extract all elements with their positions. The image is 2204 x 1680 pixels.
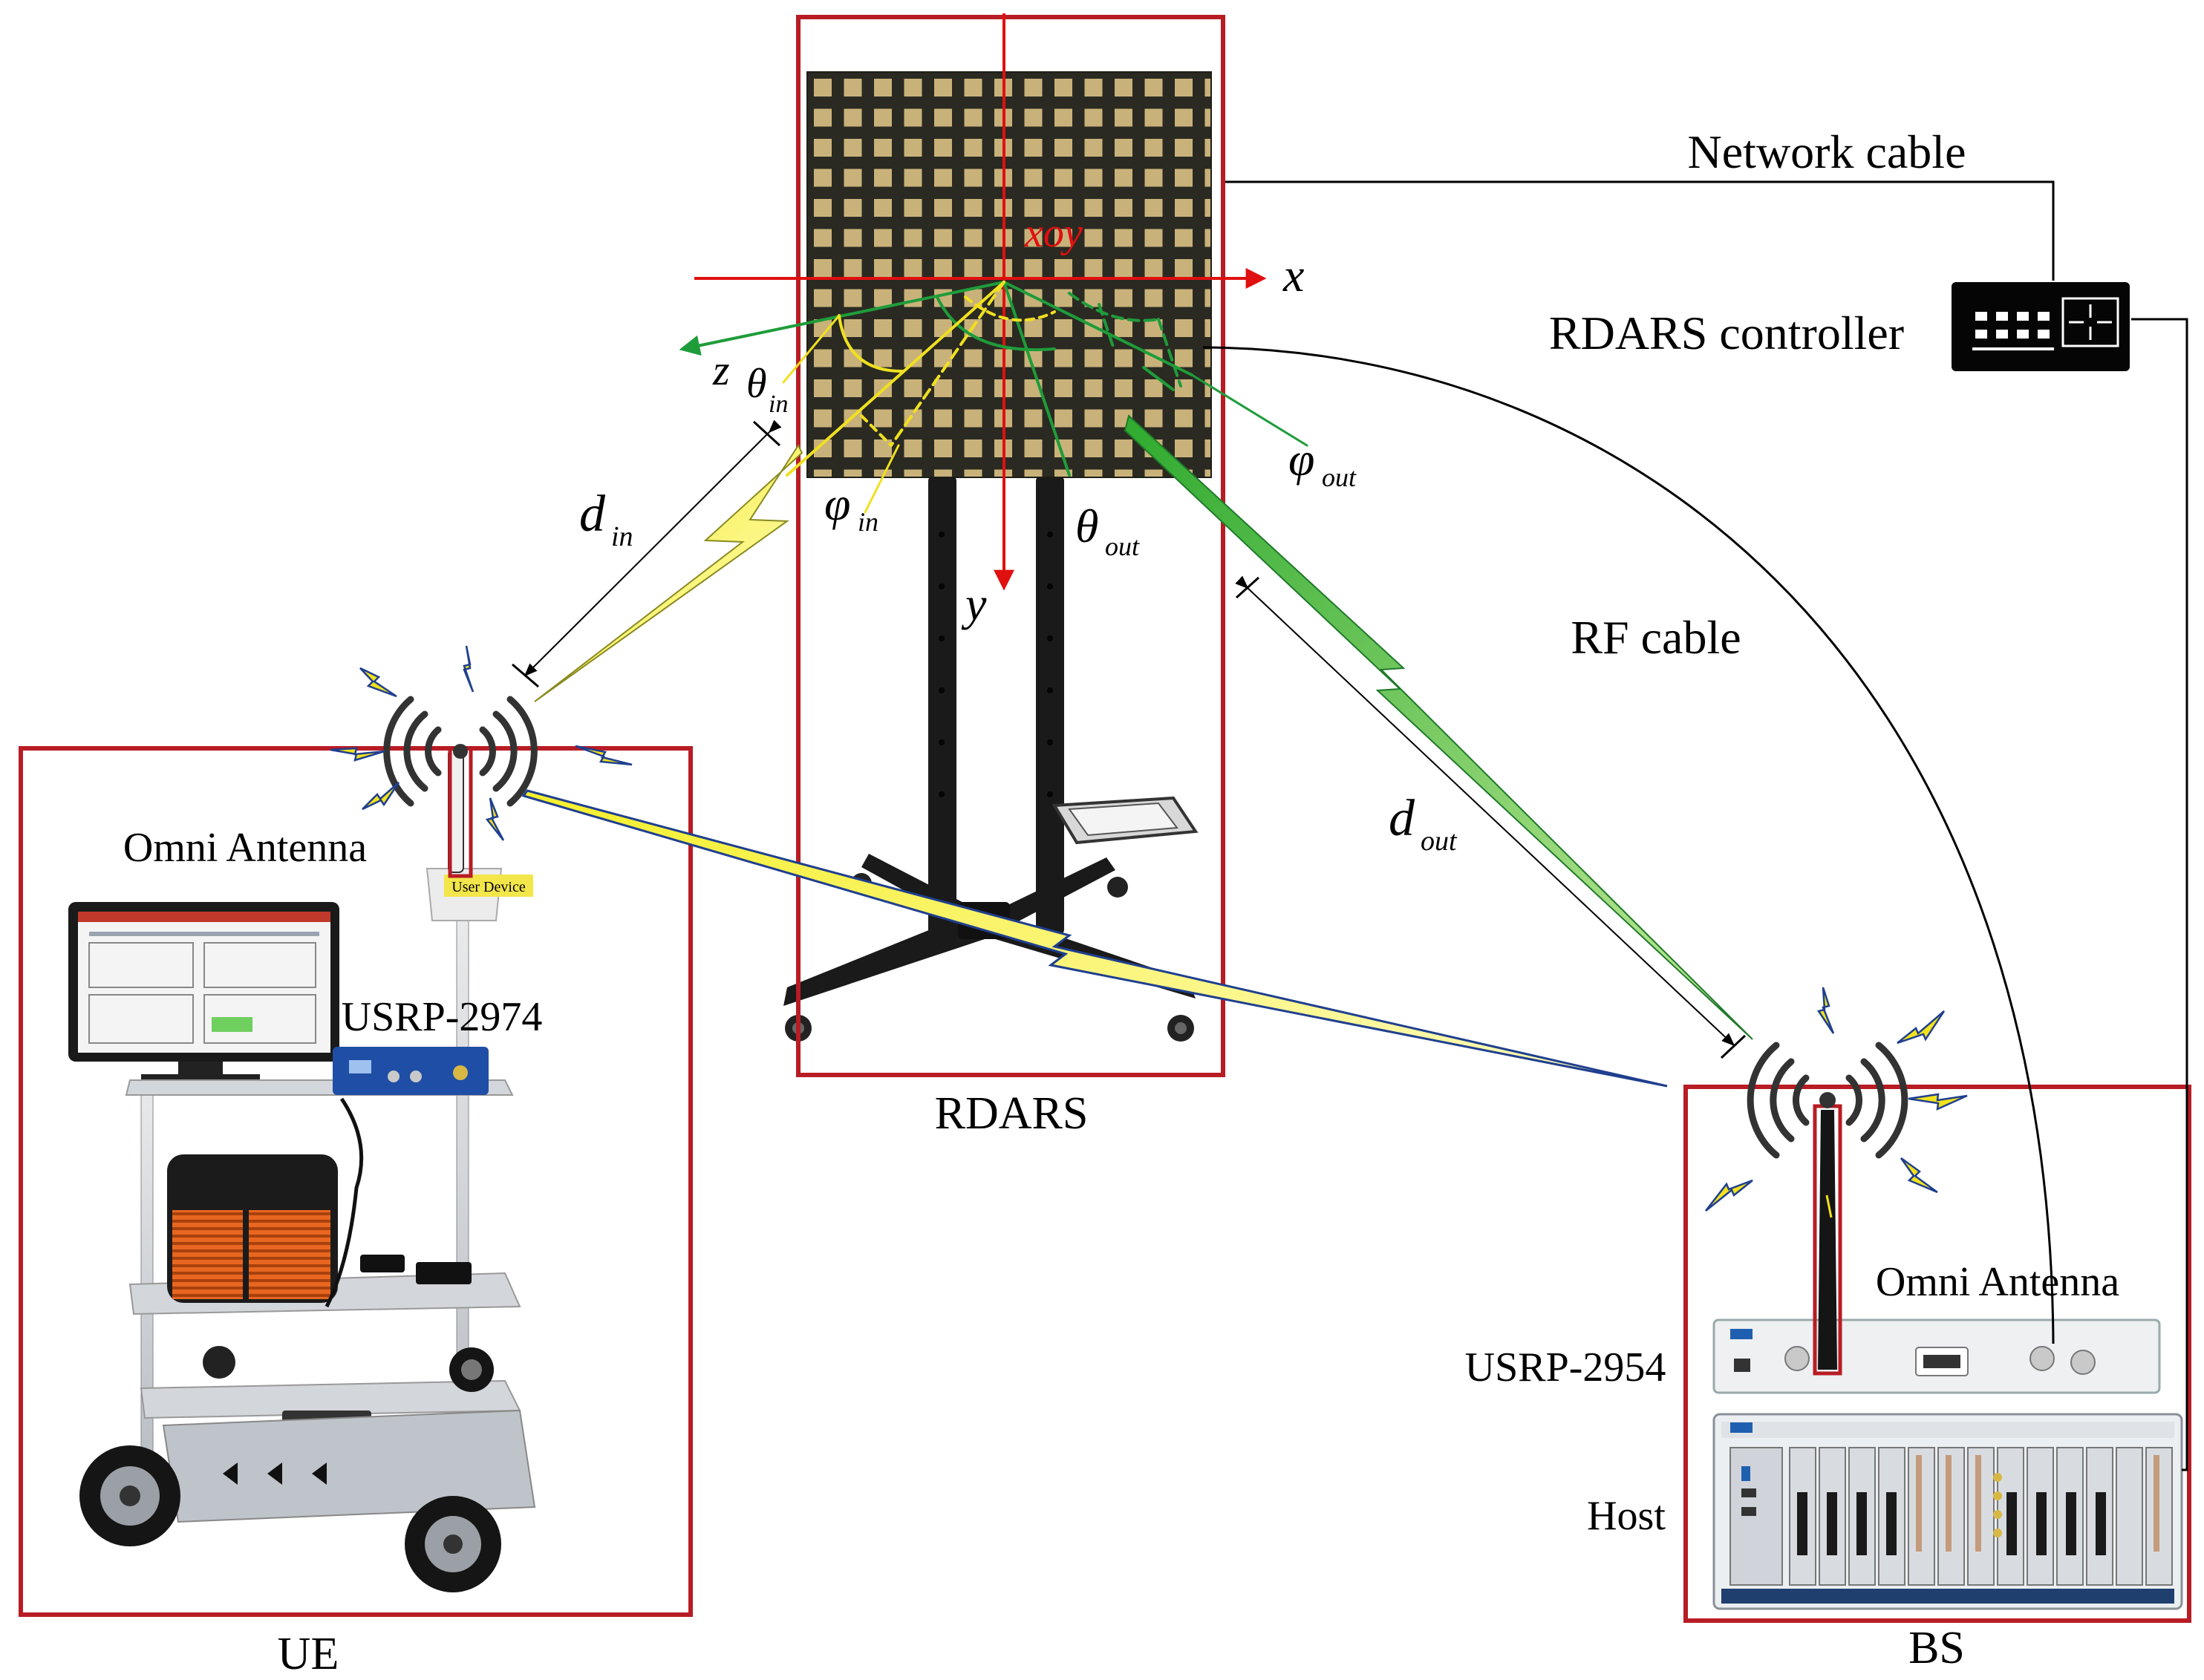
ue-signal-sparks <box>330 645 633 841</box>
rdars-controller-label: RDARS controller <box>1549 307 1904 359</box>
usrp-2974-label: USRP-2974 <box>342 994 543 1040</box>
bs-label: BS <box>1908 1623 1965 1673</box>
d-in-label: d in <box>579 486 633 552</box>
coordinate-axes <box>679 13 1267 591</box>
svg-text:d: d <box>1389 790 1415 847</box>
wireless-beams <box>521 414 1753 1088</box>
svg-text:in: in <box>769 390 788 418</box>
ue-omni-antenna-icon <box>383 696 538 878</box>
svg-text:θ: θ <box>746 361 767 407</box>
controller-host-cable <box>2131 318 2188 1471</box>
svg-text:out: out <box>1105 532 1140 561</box>
ue-wheel <box>449 1347 494 1392</box>
bs-signal-sparks <box>1705 987 1968 1212</box>
plane-xoy-label: xoy <box>1024 210 1083 256</box>
theta-out-label: θ out <box>1075 500 1140 561</box>
svg-text:θ: θ <box>1075 500 1098 552</box>
svg-text:in: in <box>611 521 633 552</box>
usrp-2954-device <box>1712 1318 2161 1394</box>
bs-omni-antenna-label: Omni Antenna <box>1876 1259 2119 1305</box>
phi-in-label: φ in <box>824 477 878 537</box>
ue-label: UE <box>278 1629 339 1679</box>
svg-text:φ: φ <box>824 477 850 530</box>
host-pxi-chassis <box>1712 1413 2183 1610</box>
svg-text:out: out <box>1322 463 1357 492</box>
cables <box>1202 180 2188 1471</box>
distance-d-out <box>1235 575 1747 1059</box>
network-cable-line <box>1225 180 2055 281</box>
angle-construction <box>782 281 1308 514</box>
theta-in-label: θ in <box>746 361 788 418</box>
rdars-panel <box>806 71 1212 478</box>
axis-x-label: x <box>1282 249 1304 301</box>
svg-text:d: d <box>579 486 606 543</box>
d-out-label: d out <box>1389 790 1458 857</box>
rdars-frame <box>796 15 1225 1077</box>
user-device-tag: User Device <box>451 879 526 895</box>
axis-y-label: y <box>961 578 987 630</box>
rf-cable-label: RF cable <box>1571 611 1741 664</box>
incident-beam <box>534 443 803 702</box>
network-switch-icon <box>1952 282 2130 371</box>
usrp-2974-device <box>333 1047 489 1095</box>
network-cable-label: Network cable <box>1688 125 1966 178</box>
ue-wheel <box>79 1445 180 1546</box>
svg-text:in: in <box>858 507 878 537</box>
svg-text:out: out <box>1421 826 1458 857</box>
bs-omni-antenna-icon <box>1747 1042 1908 1376</box>
ue-cart: User Device <box>68 868 536 1592</box>
usrp-2954-label: USRP-2954 <box>1465 1344 1666 1390</box>
bs-frame <box>1683 1085 2191 1623</box>
phi-out-label: φ out <box>1288 433 1357 492</box>
axis-z-label: z <box>712 346 730 394</box>
ue-omni-antenna-label: Omni Antenna <box>123 825 367 871</box>
ue-wheel <box>405 1496 501 1592</box>
reflected-beam <box>1124 414 1753 1040</box>
svg-text:φ: φ <box>1288 433 1314 486</box>
distance-d-in <box>512 419 782 688</box>
rf-cable-line <box>1202 346 2055 1344</box>
rdars-label: RDARS <box>935 1088 1089 1139</box>
host-label: Host <box>1587 1493 1666 1539</box>
